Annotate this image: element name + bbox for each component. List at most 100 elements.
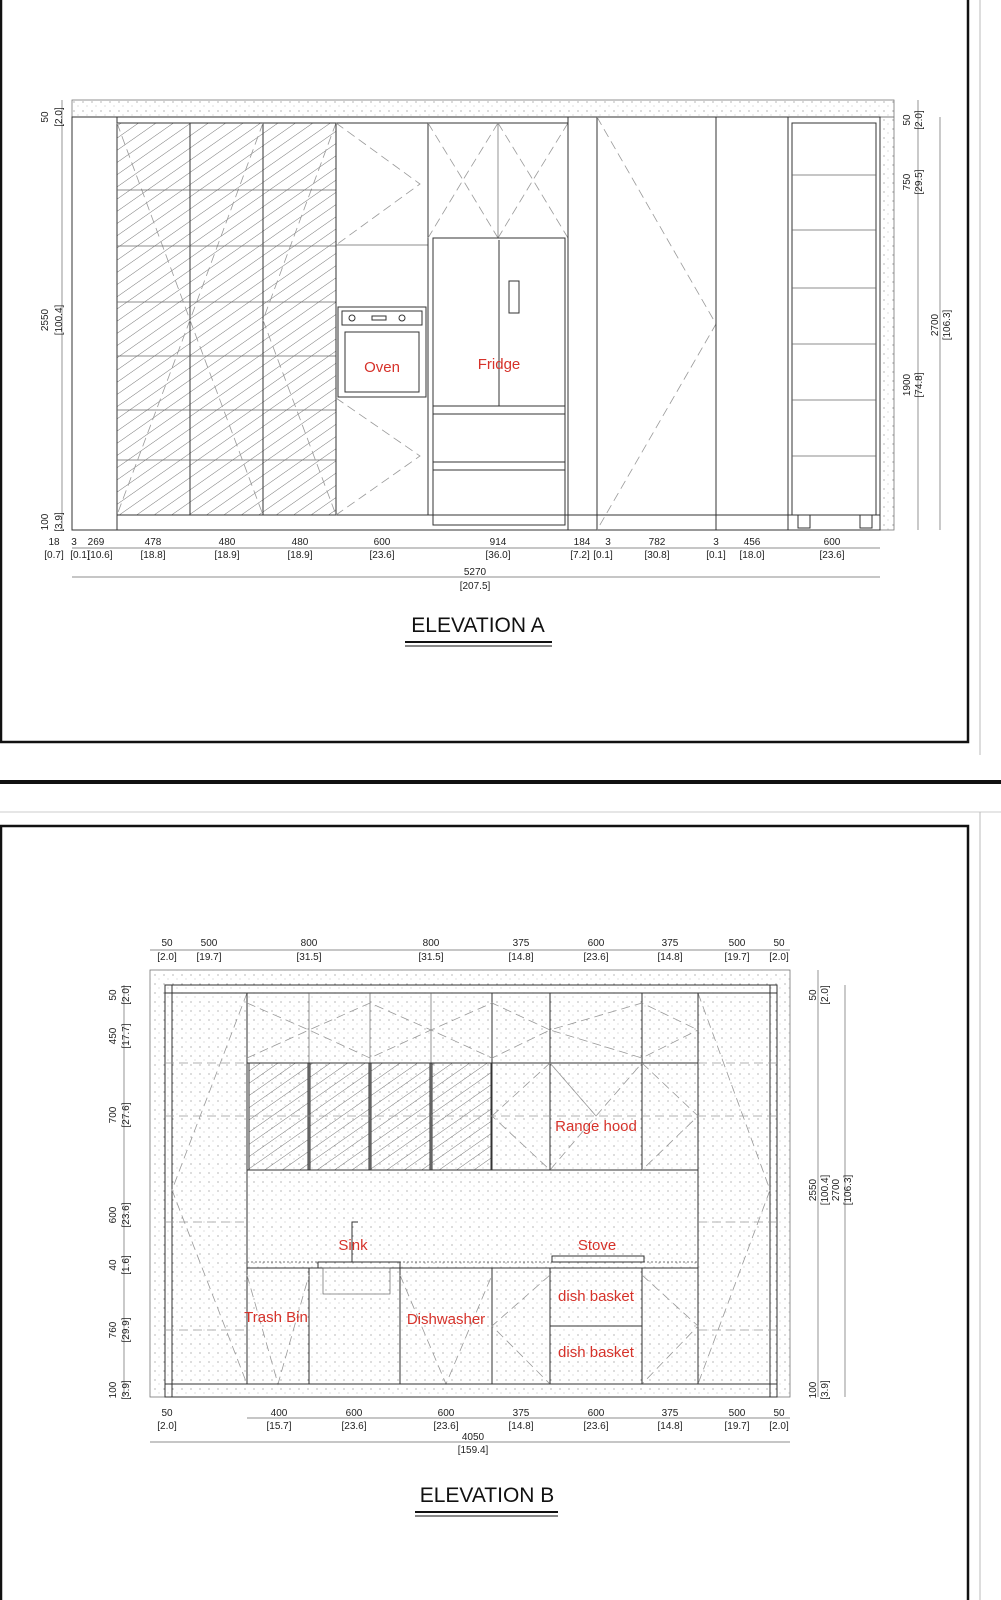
dimension-label: [0.1] [70,550,90,561]
dimension-label: 914 [490,537,507,548]
dimension-label: 600 [588,1408,605,1419]
dimension-label: 50 [773,1408,785,1419]
dimension-label: 50 [40,111,51,123]
dimension-label: 400 [271,1408,288,1419]
stove [551,1255,645,1263]
fridge [432,237,566,526]
dimension-label: [23.6] [819,550,844,561]
dimension-label: 700 [108,1106,119,1123]
dimension-label: [74.8] [914,372,925,397]
elevation-a-bottom-dimensions: 18 [0.7] 3 [0.1] 269 [10.6] 478 [18.8] 480 [1… [44,537,844,592]
dimension-label: [18.0] [739,550,764,561]
countertop-and-base [165,1221,777,1386]
label-dish-basket-lower: dish basket [558,1344,635,1361]
label-sink: Sink [338,1237,368,1254]
dimension-label: 40 [108,1259,119,1271]
dimension-label: [0.1] [706,550,726,561]
dimension-label: 184 [574,537,591,548]
dimension-label: [2.0] [914,110,925,130]
dimension-label: [23.6] [121,1202,132,1227]
dimension-label: [23.6] [433,1421,458,1432]
dimension-label: [18.8] [140,550,165,561]
dimension-label: 50 [773,938,785,949]
dimension-label: [29.9] [121,1317,132,1342]
elevation-b-left-dimensions: 50[2.0] 450[17.7] 700[27.6] 600[23.6] 40… [108,985,132,1400]
upper-cabinets [165,993,777,1384]
dimension-label: 18 [48,537,60,548]
dimension-label: [1.6] [121,1255,132,1275]
dimension-label: [18.9] [287,550,312,561]
dimension-label: 500 [729,938,746,949]
dimension-label: 480 [219,537,236,548]
dimension-label: [159.4] [458,1445,489,1456]
dimension-label: [23.6] [341,1421,366,1432]
dimension-label: 375 [662,938,679,949]
dimension-label: [27.6] [121,1102,132,1127]
dimension-label: 50 [161,938,173,949]
elevation-b-right-dimensions: 50[2.0] 2550[100.4] 2700[106.3] 100[3.9] [808,970,854,1400]
dimension-label: 2700 [930,313,941,336]
side-wall [879,116,895,531]
dimension-label: [36.0] [485,550,510,561]
dimension-label: [30.8] [644,550,669,561]
dimension-label: 3 [71,537,77,548]
dimension-label: [23.6] [583,952,608,963]
dimension-label: [18.9] [214,550,239,561]
dimension-label: [19.7] [196,952,221,963]
dimension-label: 2550 [808,1178,819,1201]
dimension-label: 478 [145,537,162,548]
dimension-label: 600 [108,1206,119,1223]
tall-glass-cabinets [116,122,337,516]
label-dish-basket-upper: dish basket [558,1288,635,1305]
dimension-label: [14.8] [508,952,533,963]
dimension-label: [2.0] [54,107,65,127]
elevation-a: Oven Fridge 18 [0.7] 3 [0.1] 269 [10.6] 478… [40,99,953,647]
dimension-label: 600 [374,537,391,548]
dimension-label: [14.8] [508,1421,533,1432]
dimension-label: 800 [423,938,440,949]
dimension-label: 269 [88,537,105,548]
dimension-label: 50 [902,114,913,126]
dimension-label: [2.0] [769,952,789,963]
dimension-label: [10.6] [87,550,112,561]
dimension-label: 4050 [462,1432,485,1443]
dimension-label: [207.5] [460,581,491,592]
dimension-label: [106.3] [843,1174,854,1205]
dimension-label: 600 [588,938,605,949]
dimension-label: [106.3] [942,309,953,340]
open-shelving [787,116,881,531]
dimension-label: 50 [108,989,119,1001]
dimension-label: [29.5] [914,169,925,194]
dimension-label: 760 [108,1321,119,1338]
dimension-label: [14.8] [657,1421,682,1432]
dimension-label: [23.6] [583,1421,608,1432]
label-oven: Oven [364,359,400,376]
dimension-label: 500 [729,1408,746,1419]
dimension-label: [14.8] [657,952,682,963]
dimension-label: [0.7] [44,550,64,561]
dimension-label: [2.0] [121,985,132,1005]
elevation-b-bottom-dimensions: 50[2.0] 400[15.7] 600[23.6] 600[23.6] 37… [150,1408,790,1456]
elevation-b-title: ELEVATION B [420,1484,555,1507]
dimension-label: 782 [649,537,666,548]
dimension-label: 100 [808,1381,819,1398]
dimension-label: 375 [513,1408,530,1419]
dimension-label: 100 [40,513,51,530]
dimension-label: 456 [744,537,761,548]
elevation-b-top-dimensions: 50[2.0] 500[19.7] 800[31.5] 800[31.5] 37… [150,938,790,963]
sheet-frame-b [0,824,970,1600]
dimension-label: [23.6] [369,550,394,561]
label-trash-bin: Trash Bin [244,1309,308,1326]
dimension-label: 750 [902,173,913,190]
label-fridge: Fridge [478,356,521,373]
dimension-label: 500 [201,938,218,949]
fridge-column [427,122,569,526]
dimension-label: 450 [108,1027,119,1044]
dimension-label: 100 [108,1381,119,1398]
dimension-label: [3.9] [54,512,65,532]
dimension-label: [31.5] [296,952,321,963]
dimension-label: [2.0] [157,952,177,963]
dimension-label: 375 [662,1408,679,1419]
sheet-frame-a [0,0,970,744]
